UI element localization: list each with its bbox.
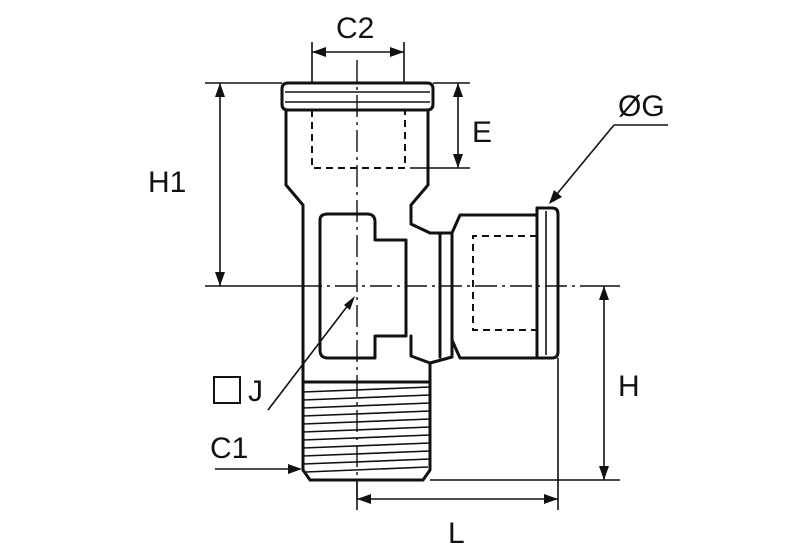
label-h1: H1 bbox=[148, 166, 186, 199]
dimension-lines bbox=[205, 42, 668, 510]
label-og: ØG bbox=[618, 90, 665, 123]
label-l: L bbox=[448, 517, 465, 550]
label-c1: C1 bbox=[210, 432, 248, 465]
label-j: J bbox=[248, 375, 263, 408]
centre-lines bbox=[300, 60, 580, 500]
fitting-body bbox=[280, 81, 560, 482]
label-h: H bbox=[618, 370, 640, 403]
label-e: E bbox=[472, 116, 492, 149]
label-c2: C2 bbox=[336, 12, 374, 45]
square-symbol bbox=[213, 376, 241, 404]
